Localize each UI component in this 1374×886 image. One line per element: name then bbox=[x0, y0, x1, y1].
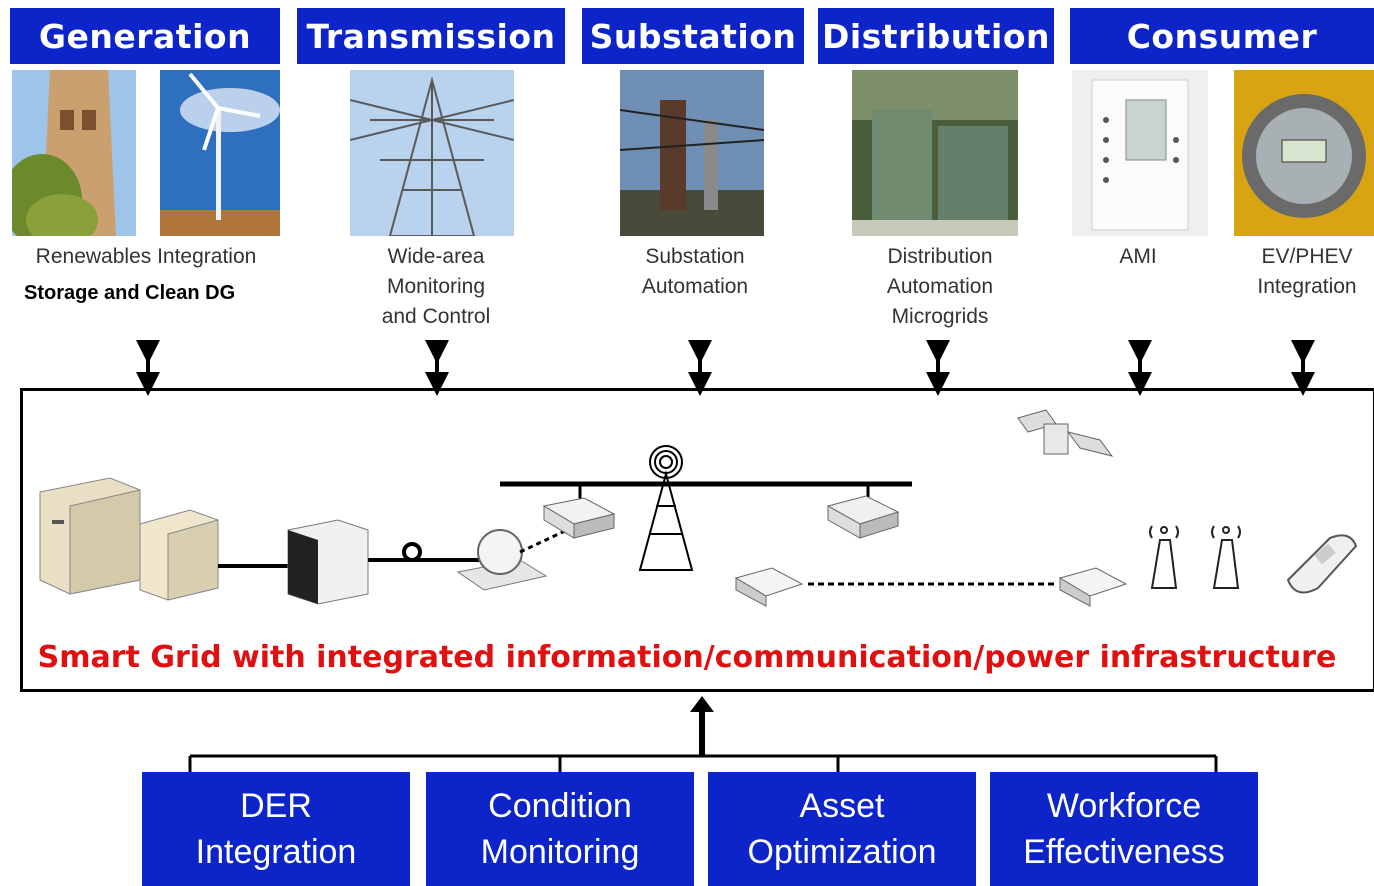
up-arrow-head bbox=[690, 696, 714, 712]
caption-line: and Control bbox=[381, 305, 491, 328]
box-workforce-effectiveness: Workforce Effectiveness bbox=[990, 772, 1258, 886]
header-label: Generation bbox=[38, 16, 252, 56]
main-title: Smart Grid with integrated information/c… bbox=[37, 640, 1337, 675]
header-distribution: Distribution bbox=[818, 8, 1054, 64]
header-generation: Generation bbox=[10, 8, 280, 64]
thermostat-photo bbox=[1072, 70, 1208, 236]
smart-grid-box bbox=[20, 388, 1374, 692]
caption-ev: EV/PHEV Integration bbox=[1240, 242, 1374, 302]
caption-line: EV/PHEV bbox=[1261, 245, 1353, 268]
header-label: Substation bbox=[589, 16, 797, 56]
box-line: Monitoring bbox=[480, 833, 640, 871]
header-label: Distribution bbox=[821, 16, 1051, 56]
substation-photo bbox=[620, 70, 764, 236]
caption-line: Integration bbox=[1257, 275, 1357, 298]
distribution-cabinet-photo bbox=[852, 70, 1018, 236]
box-line: Asset bbox=[799, 787, 885, 825]
caption-line: Automation bbox=[641, 275, 749, 298]
smart-meter-photo bbox=[1234, 70, 1374, 236]
box-line: Optimization bbox=[747, 833, 937, 871]
double-arrows bbox=[136, 340, 1315, 396]
transmission-tower-photo bbox=[350, 70, 514, 236]
box-line: Condition bbox=[488, 787, 632, 825]
caption-renewables: Renewables Integration bbox=[35, 245, 257, 268]
header-label: Transmission bbox=[306, 16, 556, 56]
box-asset-optimization: Asset Optimization bbox=[708, 772, 976, 886]
caption-line: Distribution bbox=[887, 245, 993, 268]
caption-ami: AMI bbox=[1119, 245, 1157, 268]
caption-substation: Substation Automation bbox=[614, 242, 776, 302]
caption-storage: Storage and Clean DG bbox=[24, 282, 236, 304]
box-line: Effectiveness bbox=[1023, 833, 1225, 871]
header-substation: Substation bbox=[582, 8, 804, 64]
caption-line: Monitoring bbox=[386, 275, 486, 298]
box-line: DER bbox=[240, 787, 312, 825]
caption-line: Wide-area bbox=[387, 245, 485, 268]
caption-wide-area: Wide-area Monitoring and Control bbox=[350, 242, 522, 332]
caption-line: Substation bbox=[645, 245, 745, 268]
box-line: Workforce bbox=[1046, 787, 1202, 825]
caption-line: Microgrids bbox=[891, 305, 989, 328]
box-der-integration: DER Integration bbox=[142, 772, 410, 886]
header-label: Consumer bbox=[1126, 16, 1318, 56]
header-consumer: Consumer bbox=[1070, 8, 1374, 64]
box-line: Integration bbox=[195, 833, 357, 871]
building-photo bbox=[12, 70, 136, 236]
wind-turbine-photo bbox=[160, 70, 280, 236]
box-condition-monitoring: Condition Monitoring bbox=[426, 772, 694, 886]
caption-line: Automation bbox=[886, 275, 994, 298]
header-transmission: Transmission bbox=[297, 8, 565, 64]
caption-distribution: Distribution Automation Microgrids bbox=[860, 242, 1020, 332]
